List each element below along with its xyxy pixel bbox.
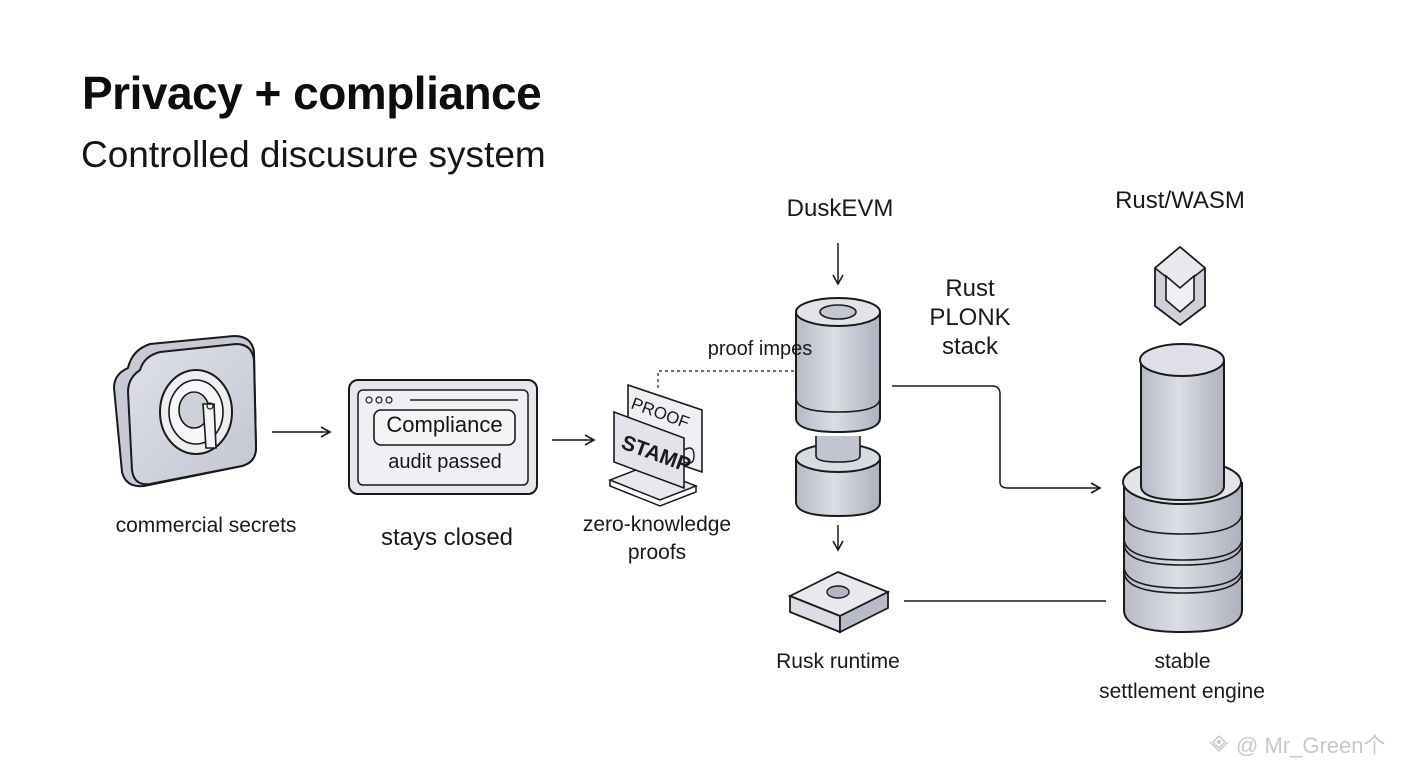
cylinder-stack-icon [795,297,881,518]
label-rusk-runtime: Rusk runtime [776,650,900,673]
label-rust-wasm: Rust/WASM [1115,187,1245,214]
page-title: Privacy + compliance [82,67,542,119]
arrow-duskevm-to-settlement [892,385,1102,494]
label-duskevm: DuskEVM [786,195,894,222]
label-plonk-line1: Rust [945,275,995,302]
browser-window-icon [348,379,538,495]
watermark: @ Mr_Green个 [1206,728,1385,760]
label-commercial-secrets: commercial secrets [115,514,297,537]
audit-status-text: audit passed [388,451,502,473]
proof-stamp-icon [607,383,703,507]
label-plonk-line3: stack [941,333,998,360]
label-settlement-engine: settlement engine [1099,680,1265,703]
compliance-badge [373,409,516,446]
watermark-logo-icon [1209,735,1229,752]
page-subtitle: Controlled discusure system [81,134,546,175]
hex-cube-icon [1153,245,1207,327]
watermark-text: @ Mr_Green个 [1236,733,1386,758]
label-plonk-line2: PLONK [929,304,1011,331]
label-proof-link: proof impes [707,338,813,360]
label-rust-plonk-stack: Rust PLONK stack [920,274,1020,361]
compliance-badge-text: Compliance [386,412,503,437]
label-zero-knowledge: zero-knowledge [582,513,732,536]
block-icon [787,571,891,634]
vault-safe-icon [112,334,258,488]
label-stable: stable [1154,650,1211,673]
label-proofs: proofs [627,541,687,564]
database-stack-icon [1122,343,1243,634]
label-stays-closed: stays closed [380,524,514,551]
